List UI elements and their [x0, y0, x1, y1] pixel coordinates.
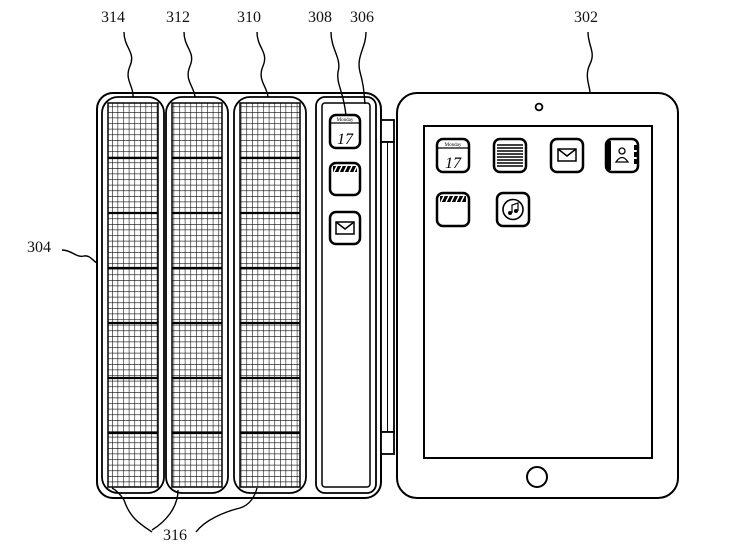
- tablet-calendar-date: 17: [445, 155, 462, 172]
- solar-panel-312: [165, 96, 229, 494]
- home-button: [526, 466, 548, 488]
- leader-310: [256, 31, 269, 98]
- solar-panel-314: [101, 96, 165, 494]
- solar-panel-310: [233, 96, 307, 494]
- leader-312: [183, 31, 196, 98]
- leader-314: [123, 31, 134, 98]
- tablet-screen: [423, 125, 653, 459]
- tablet-music-icon: [495, 191, 531, 228]
- label-310: 310: [237, 9, 261, 26]
- label-306: 306: [350, 9, 374, 26]
- cover-mail-icon: [328, 210, 362, 246]
- label-316: 316: [163, 527, 187, 544]
- cover-calendar-date: 17: [337, 131, 354, 148]
- camera: [534, 102, 544, 112]
- grid-separators: [108, 156, 300, 435]
- tablet-contacts-icon: [604, 137, 640, 174]
- label-308: 308: [308, 9, 332, 26]
- leader-316b: [151, 489, 179, 531]
- tablet-mail-icon: [549, 137, 585, 174]
- cover-calendar-day: Monday: [337, 118, 354, 123]
- cover-clapperboard-icon: [328, 161, 362, 197]
- leader-308: [330, 31, 347, 117]
- leader-316c: [195, 487, 258, 533]
- leader-lines: [61, 31, 593, 533]
- hinge: [380, 119, 395, 455]
- tablet-calendar-icon: Monday 17: [435, 137, 471, 174]
- leader-316a: [111, 487, 153, 533]
- tablet-clapperboard-icon: [435, 191, 471, 228]
- cover-calendar-icon: Monday 17: [328, 113, 362, 150]
- label-304: 304: [27, 239, 51, 256]
- label-314: 314: [101, 9, 125, 26]
- label-312: 312: [166, 9, 190, 26]
- label-302: 302: [574, 9, 598, 26]
- leader-304: [61, 249, 98, 264]
- leader-302: [586, 31, 593, 94]
- leader-306: [358, 31, 367, 105]
- tablet-notes-icon: [492, 137, 528, 174]
- tablet-calendar-day: Monday: [445, 143, 462, 148]
- cover-display-strip: [315, 96, 377, 494]
